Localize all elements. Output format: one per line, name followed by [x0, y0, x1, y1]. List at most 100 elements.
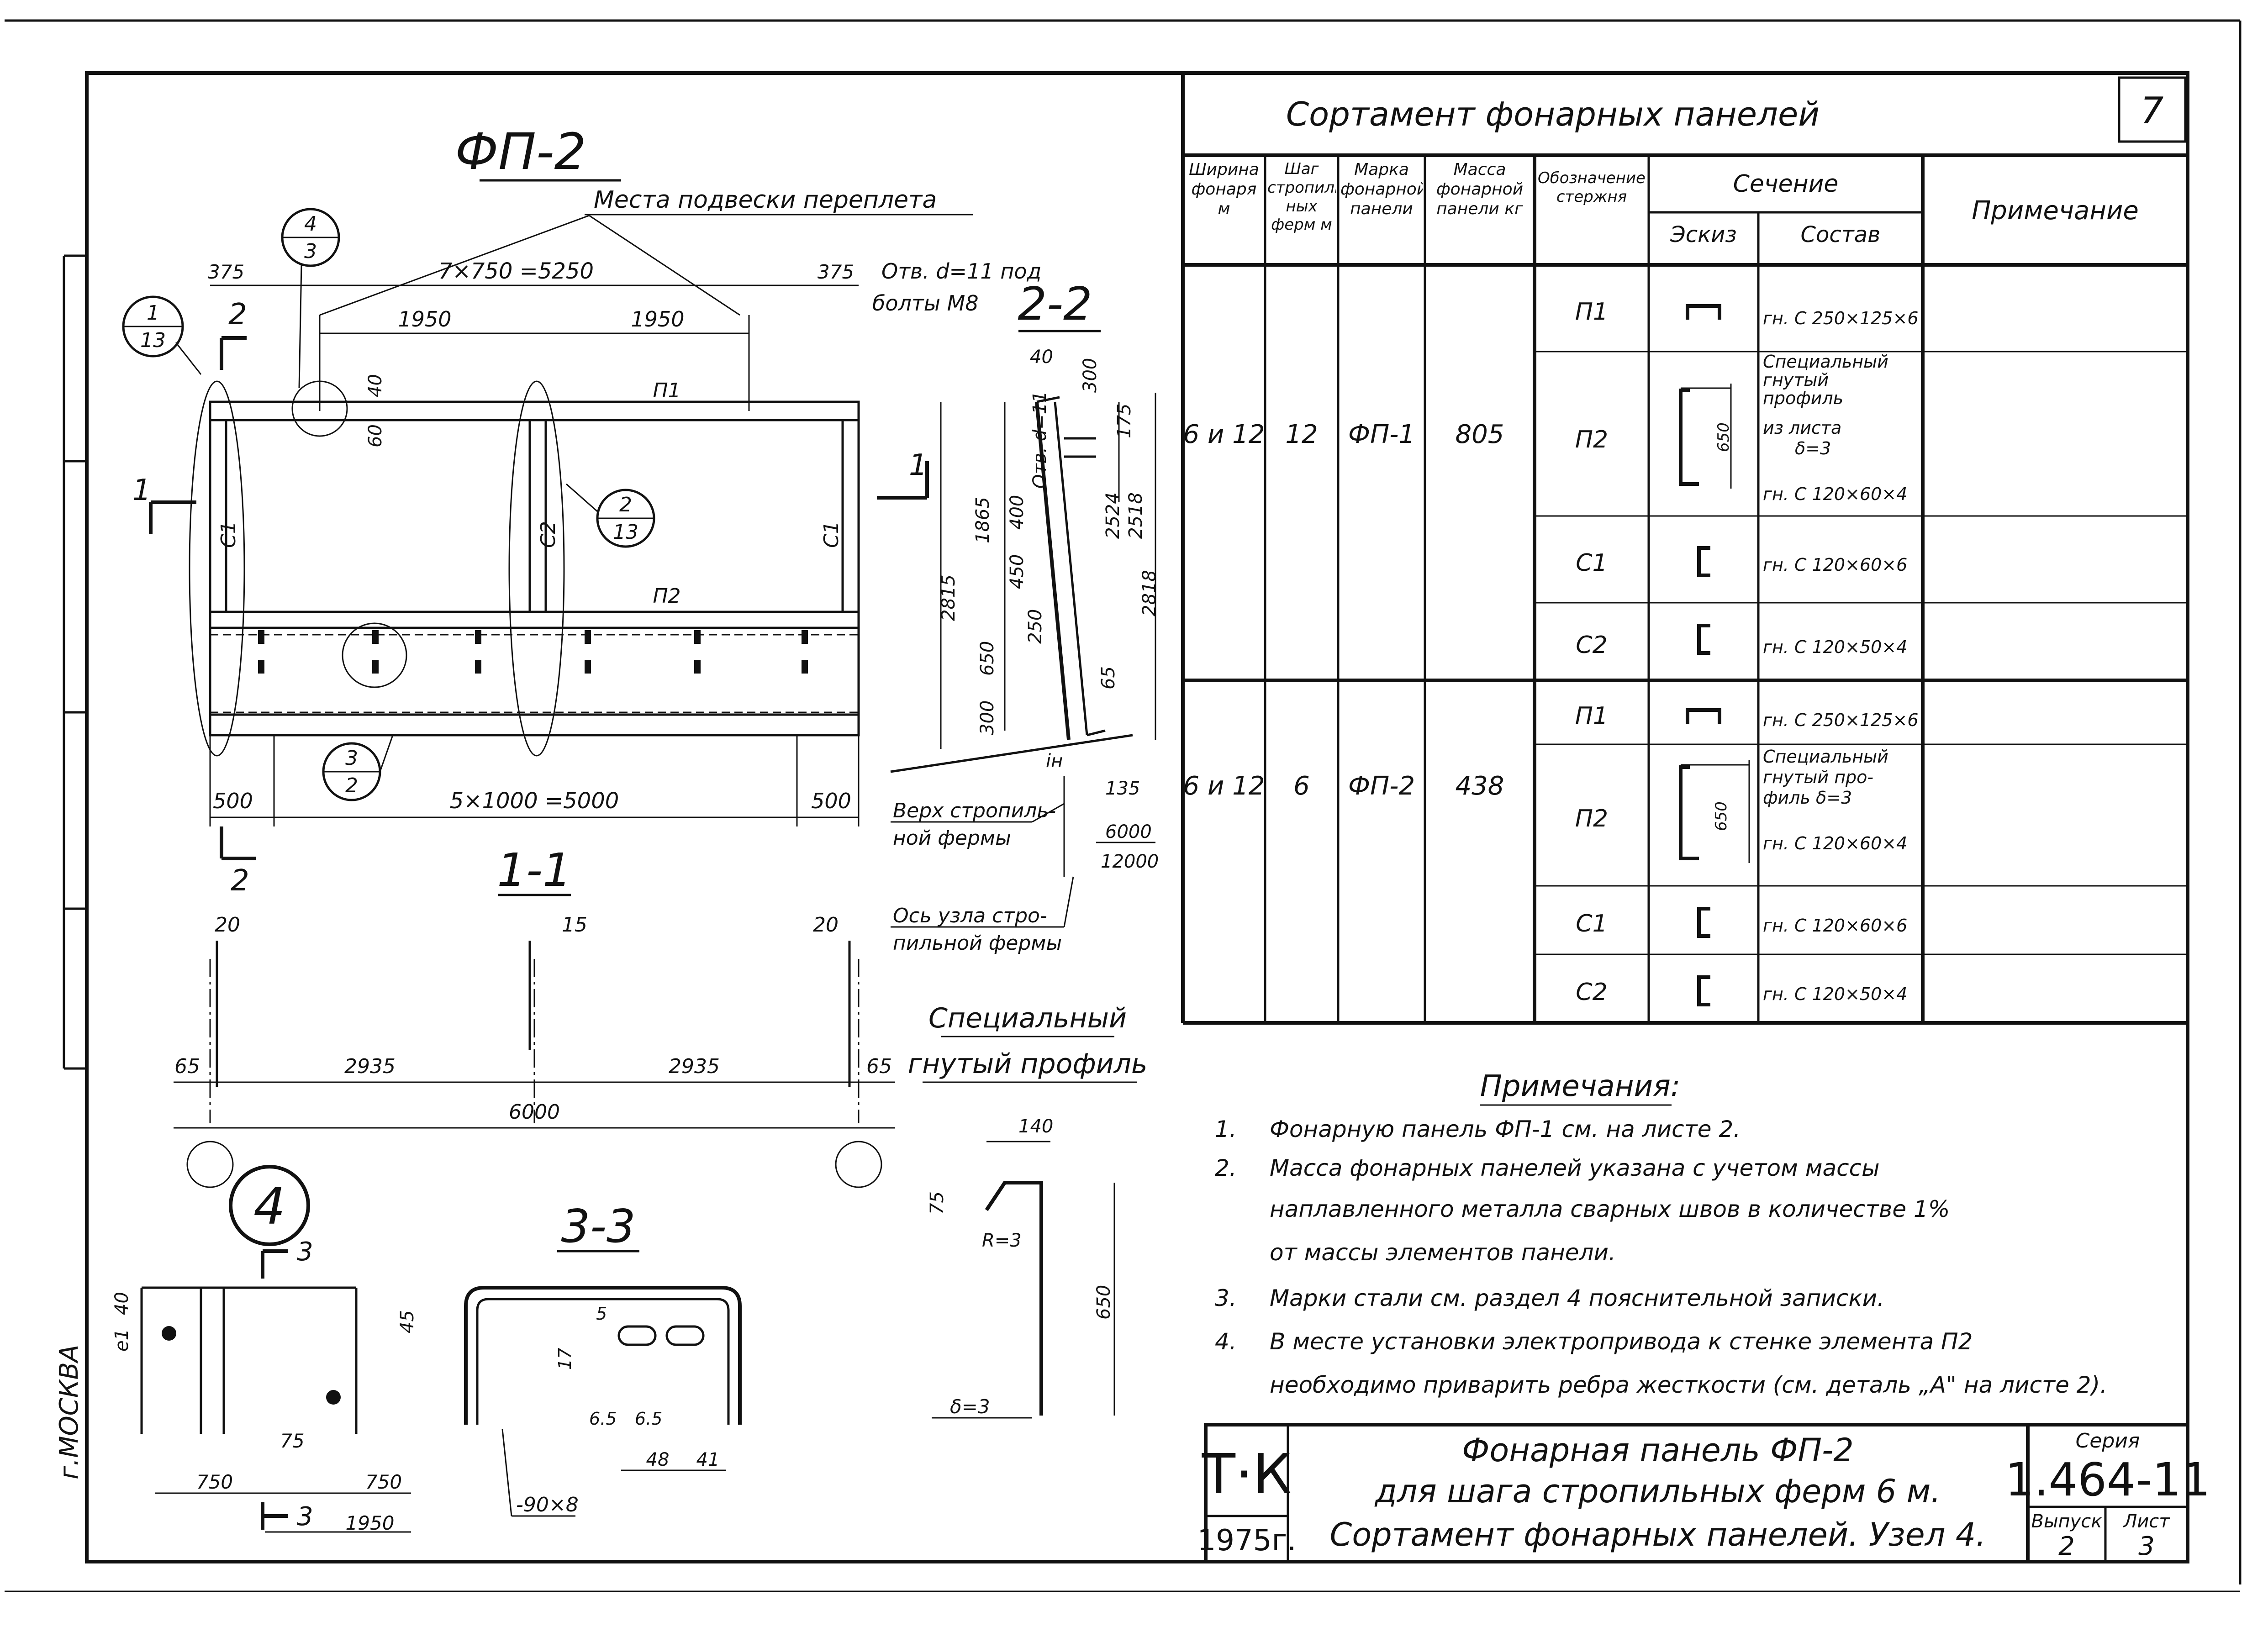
section-1-1: 1-1 20 15 20 65 2935 2935 65 6000 — [174, 843, 895, 1188]
org-logo: Т·К — [1202, 1443, 1292, 1506]
svg-text:необходимо приварить ребра жес: необходимо приварить ребра жесткости (см… — [1270, 1372, 2107, 1398]
header-mass: Масса фонарной панели кг — [1436, 160, 1523, 218]
member-c2: С2 — [537, 521, 560, 548]
svg-text:2: 2 — [228, 298, 247, 332]
svg-text:ФП-1: ФП-1 — [1348, 420, 1415, 449]
svg-text:438: 438 — [1456, 771, 1504, 801]
main-view: ФП-2 Места подвески переплета 375 7×750 … — [122, 122, 1041, 898]
svg-text:гн. С 250×125×6: гн. С 250×125×6 — [1763, 710, 1919, 730]
svg-text:48: 48 — [646, 1449, 670, 1470]
table-row: П1 — [1575, 702, 1608, 730]
svg-text:Специальный: Специальный — [1763, 747, 1888, 767]
svg-text:2.: 2. — [1215, 1155, 1237, 1181]
svg-text:650: 650 — [1093, 1285, 1114, 1320]
svg-text:Отв. d=11: Отв. d=11 — [1029, 391, 1050, 489]
svg-text:гн. С 120×60×4: гн. С 120×60×4 — [1763, 833, 1907, 853]
svg-text:75: 75 — [280, 1430, 304, 1452]
dim-bottom-left: 500 — [213, 789, 253, 813]
dim-right-offset: 375 — [818, 261, 854, 283]
bolt-holes — [258, 630, 808, 674]
header-sketch: Эскиз — [1670, 222, 1737, 247]
hanging-note: Места подвески переплета — [594, 186, 937, 214]
svg-text:1950: 1950 — [346, 1512, 395, 1534]
note-1: 1. Фонарную панель ФП-1 см. на листе 2. — [1215, 1116, 1741, 1142]
svg-text:гн. С 120×60×4: гн. С 120×60×4 — [1763, 484, 1907, 504]
svg-text:2935: 2935 — [344, 1055, 396, 1078]
note-4: 4. В месте установки электропривода к ст… — [1215, 1328, 2107, 1398]
table-row: С2 — [1576, 632, 1607, 659]
svg-text:6000: 6000 — [509, 1100, 560, 1124]
cut-mark-top: 3 — [261, 1237, 313, 1279]
z-profile-icon — [1679, 389, 1699, 486]
svg-text:2: 2 — [345, 774, 358, 797]
svg-text:65: 65 — [866, 1055, 892, 1078]
svg-text:135: 135 — [1105, 778, 1140, 799]
svg-text:3: 3 — [345, 747, 358, 770]
svg-text:гн. С 120×60×6: гн. С 120×60×6 — [1763, 916, 1907, 936]
section-mark-1-right: 1 — [877, 448, 929, 500]
z-profile-icon — [1679, 765, 1699, 860]
svg-text:12000: 12000 — [1101, 851, 1159, 872]
dim-40: 40 — [365, 374, 386, 397]
year: 1975г. — [1197, 1524, 1297, 1558]
section-33-title: 3-3 — [561, 1200, 635, 1253]
svg-text:Масса фонарных панелей указана: Масса фонарных панелей указана с учетом … — [1270, 1155, 1880, 1181]
section-2-2: 2-2 40 300 175 2524 2518 1865 400 Отв. d… — [890, 277, 1160, 955]
svg-text:ФП-2: ФП-2 — [1348, 771, 1415, 801]
title-line-2: для шага стропильных ферм 6 м. — [1374, 1473, 1941, 1510]
svg-text:650: 650 — [977, 641, 998, 676]
svg-text:гн. С 250×125×6: гн. С 250×125×6 — [1763, 308, 1919, 328]
svg-text:3: 3 — [297, 1237, 313, 1267]
section-22-title: 2-2 — [1018, 277, 1092, 331]
svg-text:3.: 3. — [1215, 1285, 1237, 1311]
svg-text:12: 12 — [1285, 420, 1318, 449]
header-section: Сечение — [1733, 170, 1839, 198]
svg-text:175: 175 — [1114, 404, 1135, 438]
section-mark-2-top: 2 — [220, 298, 247, 370]
svg-text:40: 40 — [1030, 347, 1053, 368]
header-rod: Обозначение стержня — [1538, 169, 1646, 206]
callout-1-13: 1 13 — [122, 295, 202, 375]
special-profile-detail: Специальный гнутый профиль 140 75 R=3 65… — [908, 1002, 1147, 1419]
note-top-truss-2: ной фермы — [893, 826, 1011, 850]
svg-text:из листа: из листа — [1763, 418, 1841, 438]
svg-text:750: 750 — [365, 1471, 402, 1493]
channel-down-icon — [1686, 708, 1721, 724]
svg-text:20: 20 — [813, 913, 839, 937]
svg-text:400: 400 — [1007, 495, 1028, 530]
section-3-3: 3-3 45 5 17 6.5 6.5 48 41 -90×8 — [397, 1200, 742, 1517]
svg-text:В месте установки электроприво: В месте установки электропривода к стенк… — [1270, 1328, 1973, 1355]
dim-bottom-span: 5×1000 =5000 — [450, 788, 619, 814]
svg-text:1: 1 — [147, 301, 159, 325]
svg-text:1: 1 — [909, 448, 928, 482]
svg-text:iн: iн — [1046, 751, 1063, 772]
svg-text:6.5: 6.5 — [589, 1409, 617, 1429]
svg-text:1: 1 — [132, 474, 151, 507]
svg-text:δ=3: δ=3 — [950, 1395, 990, 1418]
svg-text:300: 300 — [1080, 358, 1101, 393]
svg-text:6 и 12: 6 и 12 — [1183, 771, 1265, 801]
header-composition: Состав — [1801, 222, 1881, 247]
svg-text:Специальный: Специальный — [1763, 352, 1888, 372]
svg-text:650: 650 — [1712, 801, 1730, 831]
notes: Примечания: 1. Фонарную панель ФП-1 см. … — [1215, 1069, 2107, 1398]
svg-text:гн. С 120×50×4: гн. С 120×50×4 — [1763, 637, 1907, 657]
svg-text:6000: 6000 — [1105, 821, 1152, 842]
table-row: П1 — [1575, 298, 1608, 326]
table-row: С1 — [1576, 549, 1607, 577]
header-width: Ширина фонаря м — [1189, 160, 1259, 218]
sheet-frame — [5, 19, 2242, 1592]
dim-left-offset: 375 — [208, 261, 244, 283]
svg-text:Фонарную панель ФП-1 см. на ли: Фонарную панель ФП-1 см. на листе 2. — [1270, 1116, 1741, 1142]
member-p1: П1 — [653, 379, 680, 402]
sheet-of-series: 3 — [2138, 1532, 2155, 1561]
svg-text:4: 4 — [304, 212, 317, 236]
series-number: 1.464-11 — [2005, 1453, 2210, 1506]
svg-text:1.: 1. — [1215, 1116, 1237, 1142]
section-mark-2-bottom: 2 — [220, 826, 256, 898]
svg-text:3: 3 — [297, 1502, 313, 1532]
svg-text:гн. С 120×60×6: гн. С 120×60×6 — [1763, 555, 1907, 575]
member-p2: П2 — [653, 584, 680, 608]
table-row: С2 — [1576, 979, 1607, 1006]
